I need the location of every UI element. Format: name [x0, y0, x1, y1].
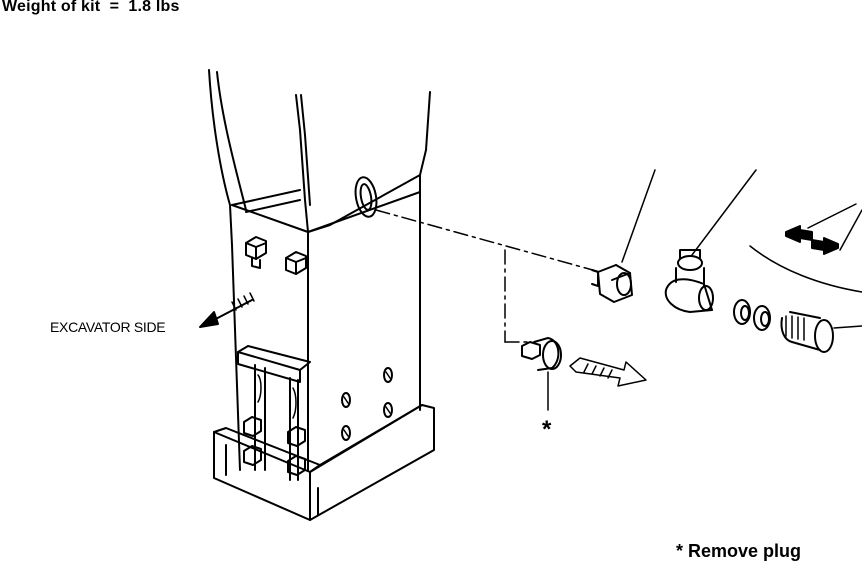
mounting-bolt	[285, 251, 307, 275]
removed-plug	[521, 337, 562, 411]
mounting-bolt	[245, 236, 267, 269]
install-direction-arrow-icon	[569, 357, 647, 387]
arrow-to-excavator-icon	[199, 292, 255, 328]
kit-weight-title: Weight of kit = 1.8 lbs	[2, 0, 180, 15]
excavator-side-label: EXCAVATOR SIDE	[50, 319, 166, 335]
remove-plug-marker: *	[542, 416, 552, 443]
seal-rings	[733, 299, 771, 331]
remove-plug-note: * Remove plug	[676, 541, 802, 561]
orientation-arc	[749, 245, 862, 293]
assembly-centerline	[375, 209, 601, 343]
tee-fitting	[664, 169, 757, 313]
hose-fitting	[591, 169, 656, 303]
boom-arm-structure	[208, 69, 435, 521]
end-plug	[780, 311, 862, 353]
bidirectional-arrows-icon	[785, 203, 862, 255]
